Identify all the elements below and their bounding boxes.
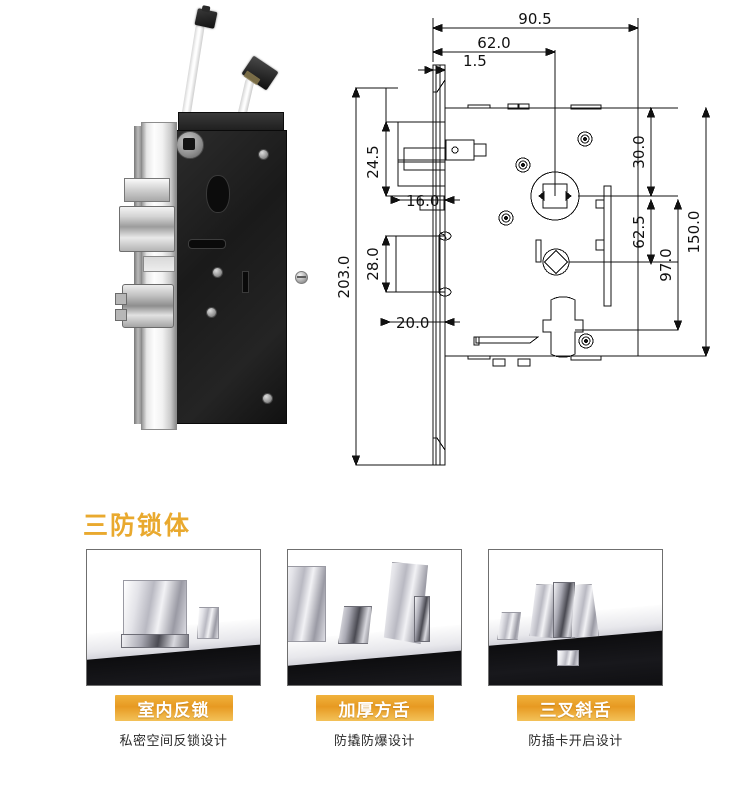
dim-label-overall-width: 90.5 [518, 10, 551, 28]
latch-bolt-shape [197, 607, 219, 639]
bolt-side-face [414, 596, 430, 642]
body-screw-2 [212, 267, 223, 278]
square-deadbolt-shape [123, 580, 187, 640]
faceplate-edge [134, 126, 142, 424]
card-caption: 防插卡开启设计 [528, 734, 623, 749]
auxiliary-bolt [124, 178, 170, 202]
section-title: 三防锁体 [83, 511, 192, 540]
dim-label-overall-height: 203.0 [338, 256, 353, 299]
dim-label-deadbolt-width: 20.0 [396, 314, 429, 332]
stainless-faceplate [141, 122, 308, 534]
dim-label-spindle-to-cylinder: 62.5 [630, 215, 648, 248]
deadbolt-base-shadow [121, 634, 189, 648]
card-image-frame [287, 549, 462, 686]
dim-label-faceplate-thickness: 1.5 [463, 52, 487, 70]
feature-card-list: 室内反锁 私密空间反锁设计 加厚方舌 防撬防爆设计 [86, 549, 664, 749]
product-photo [0, 0, 340, 534]
technical-drawing: 90.5 62.0 1.5 24.5 16.0 203.0 28.0 20.0 … [338, 0, 750, 492]
dim-label-cylinder-centre: 97.0 [657, 248, 675, 281]
thick-square-bolt-photo [288, 550, 461, 685]
dim-label-top-hole-spacing: 30.0 [630, 135, 648, 168]
features-section: 三防锁体 室内反锁 私密空间反锁设计 [0, 492, 750, 807]
faceplate-screw-top [295, 271, 308, 284]
body-screw-1 [258, 149, 269, 160]
card-caption: 防撬防爆设计 [333, 734, 415, 749]
latch-small-shape [497, 612, 521, 640]
latch-bolt [115, 284, 174, 328]
thick-square-bolt-shape [338, 606, 372, 644]
trident-latch-photo [489, 550, 662, 685]
card-badge: 加厚方舌 [315, 695, 434, 721]
dim-label-latch-width: 16.0 [406, 192, 439, 210]
feature-card-trident-latch[interactable]: 三叉斜舌 防插卡开启设计 [488, 549, 663, 749]
dim-label-deadbolt-height: 28.0 [364, 247, 382, 280]
card-image-frame [488, 549, 663, 686]
body-rib [242, 271, 249, 293]
card-badge: 三叉斜舌 [516, 695, 635, 721]
card-caption: 私密空间反锁设计 [119, 734, 228, 749]
square-deadbolt [119, 206, 175, 252]
top-section: 90.5 62.0 1.5 24.5 16.0 203.0 28.0 20.0 … [0, 0, 750, 492]
dim-label-backset-to-spindle: 62.0 [477, 34, 510, 52]
oval-cutout [206, 175, 230, 213]
body-screw-4 [262, 393, 273, 404]
trident-prong-2 [571, 584, 599, 638]
card-badge: 室内反锁 [114, 695, 233, 721]
card-image-frame [86, 549, 261, 686]
body-screw-3 [206, 307, 217, 318]
indoor-deadlock-photo [87, 550, 260, 685]
dim-label-case-height: 150.0 [685, 211, 703, 254]
feature-card-indoor-deadlock[interactable]: 室内反锁 私密空间反锁设计 [86, 549, 261, 749]
square-deadbolt-shape [288, 566, 326, 642]
bolt-slot [143, 256, 175, 272]
slot-cutout [188, 239, 226, 249]
strike-screw-plate [557, 650, 579, 666]
black-lock-body [175, 130, 287, 424]
dim-label-latch-offset: 24.5 [364, 145, 382, 178]
spindle-hole [176, 131, 204, 159]
feature-card-thick-square-bolt[interactable]: 加厚方舌 防撬防爆设计 [287, 549, 462, 749]
